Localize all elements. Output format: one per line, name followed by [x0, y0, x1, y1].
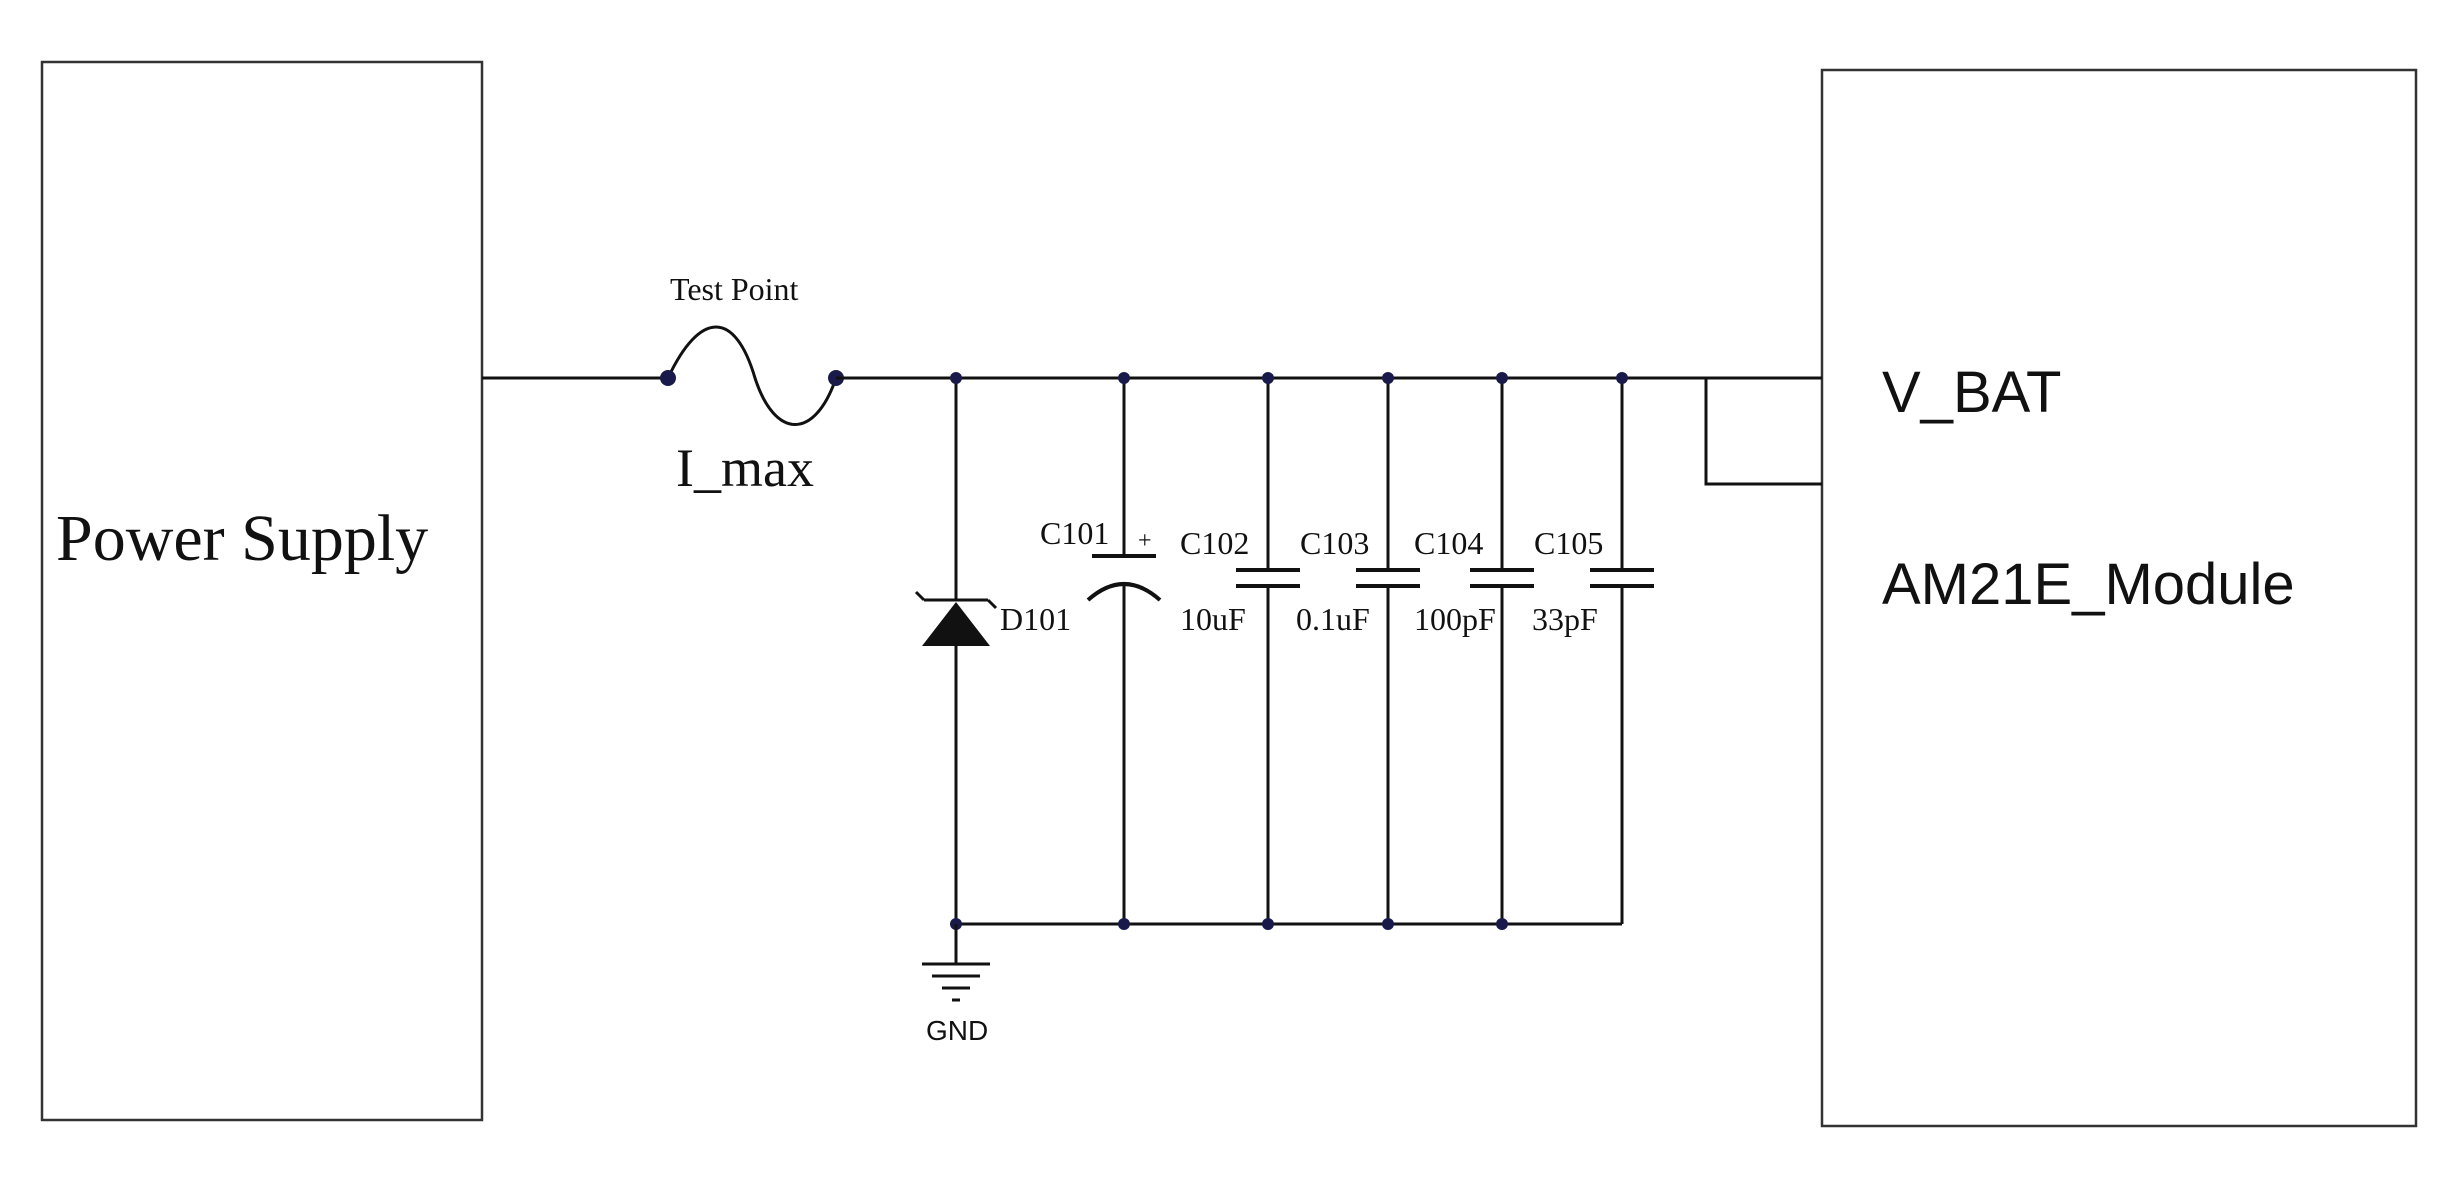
- c104-ref-label: C104: [1414, 525, 1483, 561]
- c103-value-label: 0.1uF: [1296, 601, 1370, 637]
- diode-ref-label: D101: [1000, 601, 1071, 637]
- c105-value-label: 33pF: [1532, 601, 1598, 637]
- c105-ref-label: C105: [1534, 525, 1603, 561]
- power-supply-block: Power Supply: [40, 60, 484, 1122]
- v-bat-pin-label: V_BAT: [1882, 360, 2061, 425]
- capacitor-c104: [1470, 378, 1534, 924]
- module-block: V_BAT AM21E_Module: [1820, 68, 2418, 1128]
- c101-polarity-mark: +: [1138, 528, 1152, 554]
- module-name-label: AM21E_Module: [1882, 552, 2295, 617]
- test-point-left-dot: [660, 370, 676, 386]
- capacitor-c101: [1086, 378, 1162, 924]
- c101-ref-label: C101: [1040, 515, 1109, 551]
- supply-rail: [482, 325, 1822, 486]
- test-point-label: Test Point: [670, 271, 799, 307]
- c102-value-label: 10uF: [1180, 601, 1246, 637]
- ground-symbol: [922, 924, 990, 1002]
- diode-d101: [914, 378, 998, 924]
- c102-ref-label: C102: [1180, 525, 1249, 561]
- c104-value-label: 100pF: [1414, 601, 1496, 637]
- capacitor-c102: [1236, 378, 1300, 924]
- power-supply-label: Power Supply: [56, 502, 428, 575]
- capacitor-c103: [1356, 378, 1420, 924]
- test-point-loop: [666, 325, 838, 426]
- top-junction-dots: [950, 372, 1628, 384]
- ground-label: GND: [926, 1015, 988, 1046]
- c103-ref-label: C103: [1300, 525, 1369, 561]
- capacitor-c105: [1590, 378, 1654, 924]
- i-max-label: I_max: [676, 438, 814, 498]
